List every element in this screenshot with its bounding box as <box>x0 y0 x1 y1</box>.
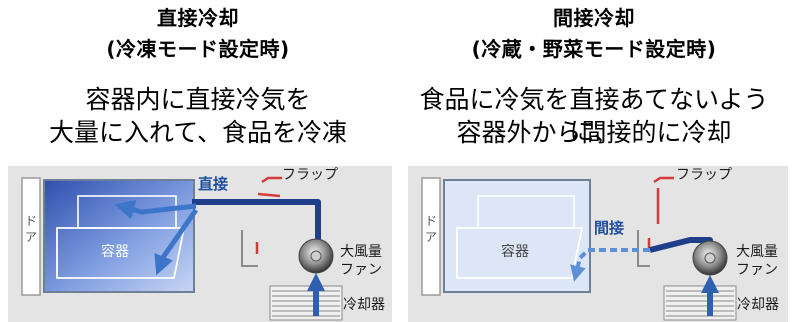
indirect-cooling-panel: 間接冷却 (冷蔵・野菜モード設定時) 食品に冷気を直接あてないように、 容器外か… <box>396 0 792 322</box>
description-line-2: 容器外から間接的に冷却 <box>456 118 732 147</box>
cold-air-arrow <box>114 200 197 220</box>
diagram-graphic <box>408 166 788 322</box>
airflow-label: 間接 <box>594 219 625 237</box>
air-duct <box>192 199 321 240</box>
panel-subtitle: (冷凍モード設定時) <box>106 37 290 61</box>
indirect-cooling-diagram: 間接 フラップ 大風量 ファン 冷却器 ド ア 容器 <box>396 158 792 322</box>
container-label: 容器 <box>501 244 529 260</box>
flap-marker <box>257 192 281 198</box>
cooler-label: 冷却器 <box>343 297 385 313</box>
diagram-graphic <box>8 166 392 322</box>
direct-cooling-panel: 直接冷却 (冷凍モード設定時) 容器内に直接冷気を 大量に入れて、食品を冷凍 <box>0 6 396 322</box>
fan-label-line-2: ファン <box>736 262 778 278</box>
flap-label: フラップ <box>676 167 732 183</box>
fan-label-line-1: 大風量 <box>340 244 382 260</box>
description-line-1: 食品に冷気を直接あてないように、 <box>419 85 769 146</box>
fan-label-line-1: 大風量 <box>736 244 778 260</box>
cooler-graphic <box>663 285 737 321</box>
container-label: 容器 <box>101 244 129 260</box>
container-outer <box>43 179 195 293</box>
door-label-line-2: ア <box>24 230 37 244</box>
description-line-2: 大量に入れて、食品を冷凍 <box>48 118 347 147</box>
airflow-label: 直接 <box>198 175 229 193</box>
cold-air-arrow <box>570 248 650 282</box>
door <box>421 177 441 296</box>
panel-title: 直接冷却 <box>157 6 239 30</box>
door-label-line-2: ア <box>424 230 437 244</box>
door-label-line-1: ド <box>424 214 437 228</box>
cooler-label: 冷却器 <box>737 297 779 313</box>
door <box>21 177 41 296</box>
panel-title: 間接冷却 <box>553 6 635 30</box>
cold-air-arrow <box>154 208 199 276</box>
panel-subtitle: (冷蔵・野菜モード設定時) <box>471 37 717 61</box>
flap-label: フラップ <box>282 167 338 183</box>
cooler-graphic <box>269 285 343 321</box>
door-label-line-1: ド <box>24 214 37 228</box>
fan-label-line-2: ファン <box>340 262 382 278</box>
description-line-1: 容器内に直接冷気を <box>85 85 311 114</box>
container-outer <box>443 179 591 293</box>
direct-cooling-diagram: 直接 フラップ 大風量 ファン 冷却器 ド ア 容器 <box>0 158 396 322</box>
